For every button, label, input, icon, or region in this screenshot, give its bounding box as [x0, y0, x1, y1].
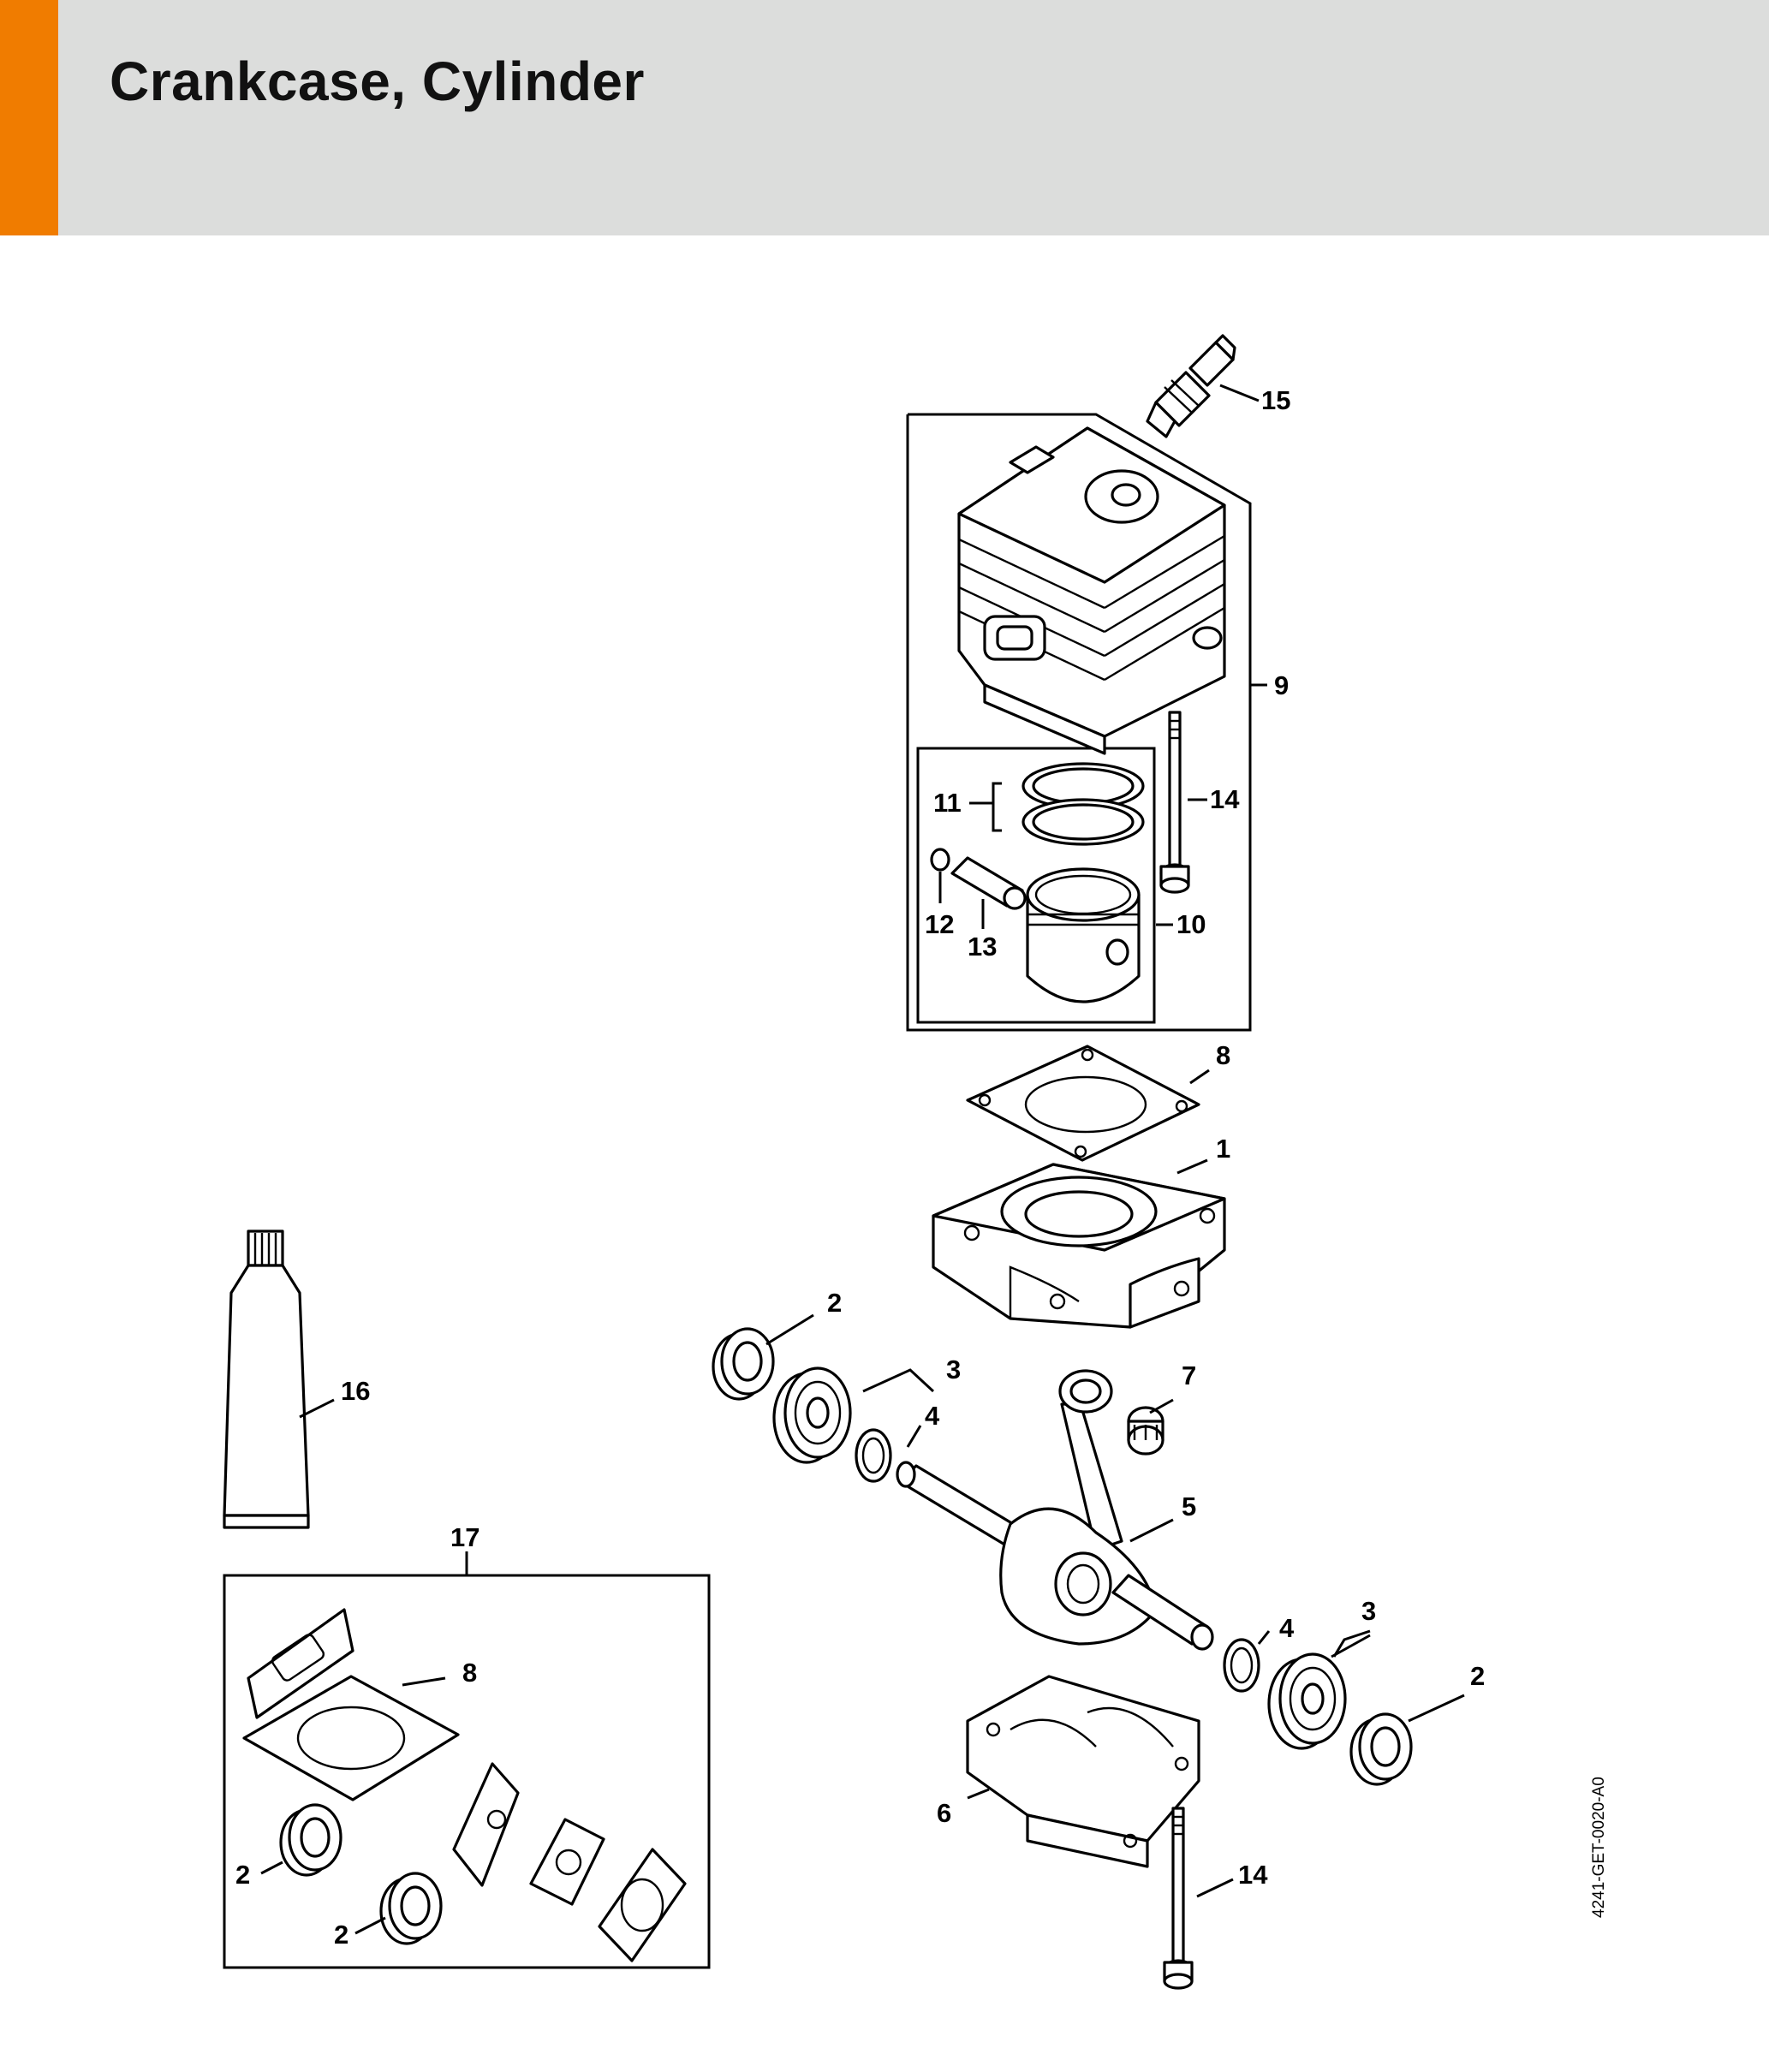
callout-12: 12 [925, 909, 954, 939]
gasket-set-frame [223, 1551, 711, 1969]
crankshaft [896, 1369, 1214, 1651]
oil-seal-right [1349, 1712, 1413, 1786]
callout-16: 16 [341, 1376, 370, 1406]
crankcase-bolt-lower [1163, 1807, 1194, 1990]
callout-2-left: 2 [827, 1288, 842, 1318]
callout-2-set-b: 2 [334, 1920, 348, 1950]
callout-4-left: 4 [925, 1401, 940, 1431]
callout-8-set: 8 [462, 1658, 477, 1688]
crankcase-lower [966, 1675, 1200, 1868]
callout-8-upper: 8 [1216, 1040, 1230, 1070]
page-header: Crankcase, Cylinder [0, 0, 1769, 235]
cylinder-bolt-upper [1159, 711, 1190, 894]
callout-5: 5 [1182, 1491, 1196, 1521]
callout-3-left: 3 [946, 1355, 961, 1384]
gasket-set-parts [242, 1608, 687, 1962]
callout-7: 7 [1182, 1360, 1196, 1390]
callout-3-right: 3 [1361, 1596, 1376, 1626]
page-title: Crankcase, Cylinder [110, 51, 645, 112]
cylinder-gasket [966, 1045, 1200, 1162]
callout-labels: 15 9 14 11 12 13 10 8 1 2 3 4 7 5 4 3 2 … [235, 385, 1485, 1950]
callout-13: 13 [968, 932, 997, 962]
accent-bar [0, 0, 58, 235]
piston [1026, 867, 1141, 1003]
grease-tube [223, 1230, 310, 1529]
callout-14-upper: 14 [1210, 784, 1240, 814]
cylinder-kit-frame [906, 413, 1252, 1032]
spark-plug [1146, 334, 1236, 438]
callout-4-right: 4 [1279, 1613, 1295, 1643]
callout-1: 1 [1216, 1134, 1230, 1164]
callout-14-lower: 14 [1238, 1860, 1268, 1890]
callout-11: 11 [933, 788, 962, 818]
washer-right [1223, 1638, 1260, 1693]
callout-9: 9 [1274, 670, 1289, 700]
circlip [930, 848, 950, 872]
cylinder [957, 426, 1226, 755]
callout-2-set-a: 2 [235, 1860, 250, 1890]
crankcase-half [932, 1163, 1226, 1329]
leader-lines [260, 384, 1465, 1935]
ball-bearing-right [1267, 1652, 1347, 1750]
oil-seal-left [712, 1327, 775, 1401]
callout-10: 10 [1176, 909, 1206, 939]
callout-2-right: 2 [1470, 1661, 1485, 1691]
piston-rings [1021, 762, 1145, 846]
needle-cage [1127, 1406, 1164, 1456]
piston-pin [950, 856, 1027, 910]
ball-bearing-left [772, 1366, 852, 1464]
drawing-reference-code: 4241-GET-0020-A0 [1590, 1777, 1608, 1918]
callout-15: 15 [1261, 385, 1290, 415]
washer-left [855, 1428, 892, 1483]
callout-6: 6 [937, 1798, 951, 1828]
callout-17: 17 [450, 1522, 479, 1552]
